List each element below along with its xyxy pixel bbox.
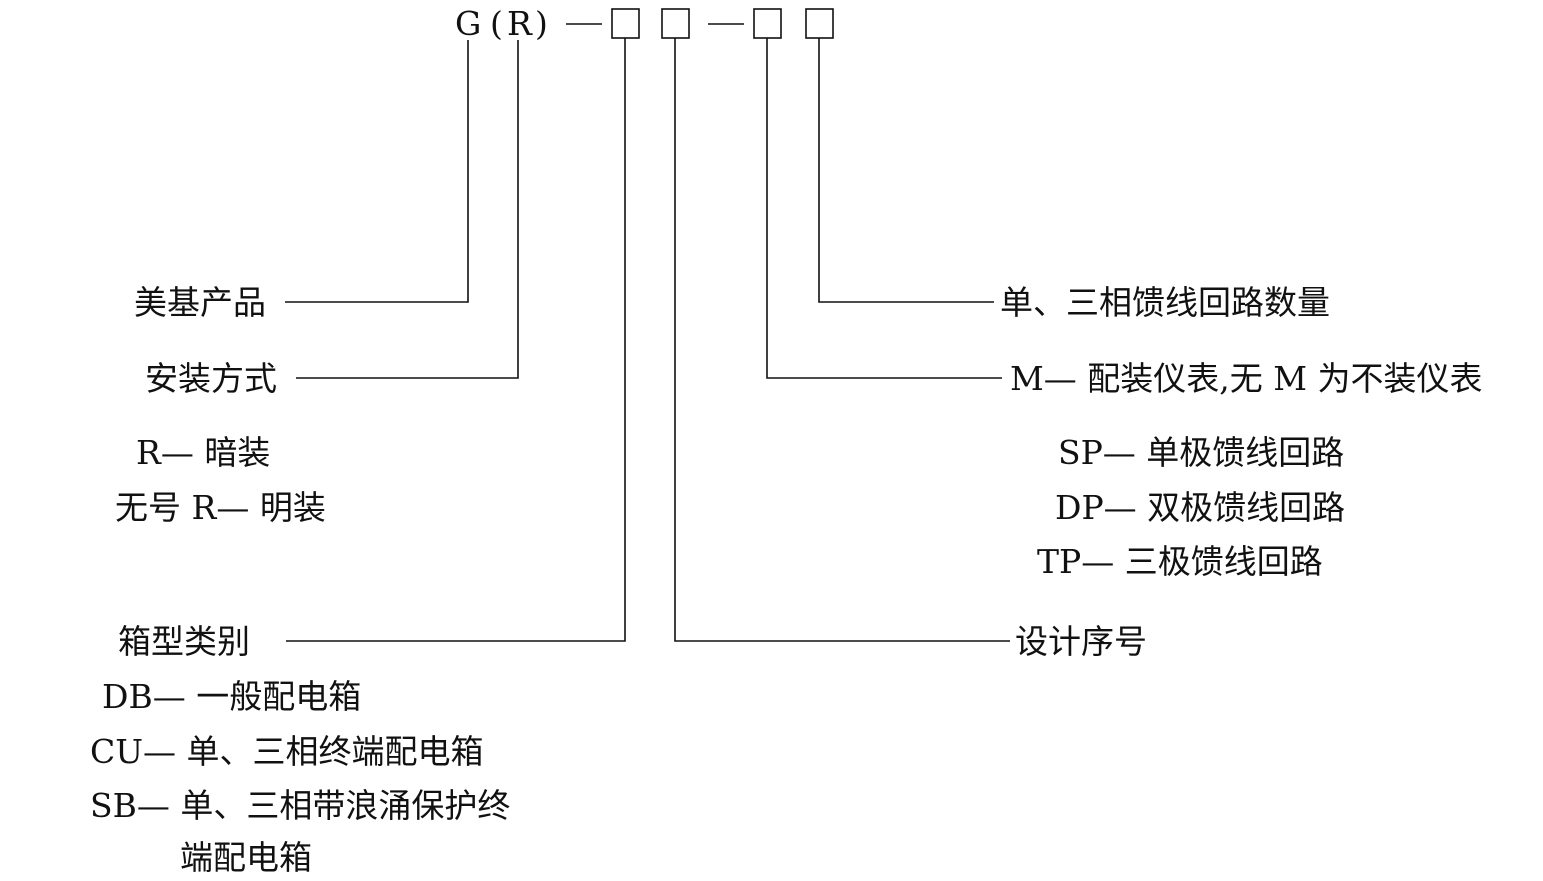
- placeholder-box-4: [805, 8, 834, 39]
- placeholder-box-1: [611, 8, 640, 39]
- box-type-db: DB— 一般配电箱: [102, 677, 362, 716]
- code-paren-open: (: [490, 4, 504, 43]
- mount-option-concealed: R— 暗装: [136, 433, 271, 472]
- code-paren-close: ): [535, 4, 549, 43]
- feeder-type-sp: SP— 单极馈线回路: [1058, 433, 1345, 472]
- label-meter: M— 配装仪表,无 M 为不装仪表: [1010, 359, 1483, 398]
- mount-option-surface: 无号 R— 明装: [115, 488, 326, 527]
- leader-brand: [285, 40, 469, 303]
- box-type-sb: SB— 单、三相带浪涌保护终: [90, 786, 511, 825]
- box-type-cu: CU— 单、三相终端配电箱: [90, 732, 484, 771]
- feeder-type-tp: TP— 三极馈线回路: [1037, 542, 1323, 581]
- leader-mount: [296, 40, 519, 379]
- feeder-type-dp: DP— 双极馈线回路: [1055, 488, 1346, 527]
- label-brand: 美基产品: [134, 283, 266, 322]
- label-circuit-count: 单、三相馈线回路数量: [1000, 283, 1330, 322]
- placeholder-box-3: [753, 8, 782, 39]
- leader-circuit-count: [818, 38, 994, 303]
- box-type-sb-cont: 端配电箱: [180, 838, 312, 877]
- label-box-type-title: 箱型类别: [118, 622, 250, 661]
- label-design-serial: 设计序号: [1015, 622, 1147, 661]
- code-prefix: G: [455, 4, 483, 43]
- leader-box-type: [286, 38, 626, 642]
- code-mount-letter: R: [507, 4, 533, 43]
- placeholder-box-2: [661, 8, 690, 39]
- leader-meter: [766, 38, 1002, 379]
- leader-design-serial: [674, 38, 1010, 642]
- label-mount-title: 安装方式: [145, 359, 277, 398]
